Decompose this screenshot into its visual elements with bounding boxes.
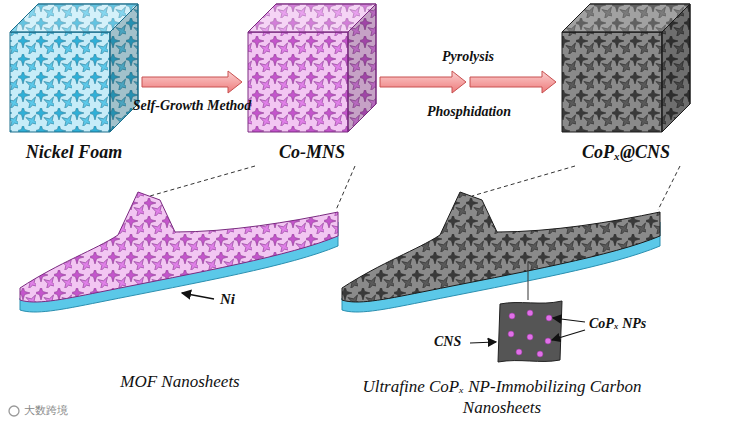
inset-leader: [470, 318, 585, 343]
sheet-node: MOF Nanosheets: [20, 190, 340, 392]
cop-cns-cube: [562, 4, 690, 132]
carbon-sheet: [342, 192, 660, 312]
cube-node: Nickel Foam: [10, 4, 138, 164]
nickel-foam-cube: [10, 4, 138, 132]
zoom-line: [150, 166, 680, 210]
inset-leader: [528, 262, 529, 300]
process-arrow: [380, 71, 556, 93]
node-label: Ultrafine CoPₓ NP-Immobilizing Carbon Na…: [357, 376, 647, 419]
mof-sheet: [20, 192, 338, 312]
cns-inset: [498, 301, 562, 362]
node-label: CoPₓ@CNS: [582, 142, 670, 164]
arrow-shape: [142, 71, 242, 93]
arrow-shape: [470, 71, 556, 93]
part-label: CoPₓ NPs: [589, 316, 646, 333]
watermark-logo: [9, 406, 19, 416]
cube-node: CoPₓ@CNS: [562, 4, 690, 164]
node-label: Co-MNS: [279, 142, 345, 164]
process-arrow: [142, 71, 242, 93]
edge-label: Pyrolysis: [442, 49, 494, 66]
node-label: Nickel Foam: [26, 142, 123, 164]
arrow-shape: [380, 71, 466, 93]
ni-leader: [182, 293, 214, 299]
edge-label: Self-Growth Method: [133, 98, 252, 115]
part-label: CNS: [434, 334, 461, 351]
process-label: Phosphidation: [427, 104, 511, 121]
part-label: Ni: [220, 290, 235, 308]
sheet-node: Ultrafine CoPₓ NP-Immobilizing Carbon Na…: [342, 190, 662, 418]
watermark: 大数跨境: [24, 404, 68, 417]
node-label: MOF Nanosheets: [120, 371, 239, 392]
co-mns-cube: [248, 4, 376, 132]
cube-node: Co-MNS: [248, 4, 376, 164]
